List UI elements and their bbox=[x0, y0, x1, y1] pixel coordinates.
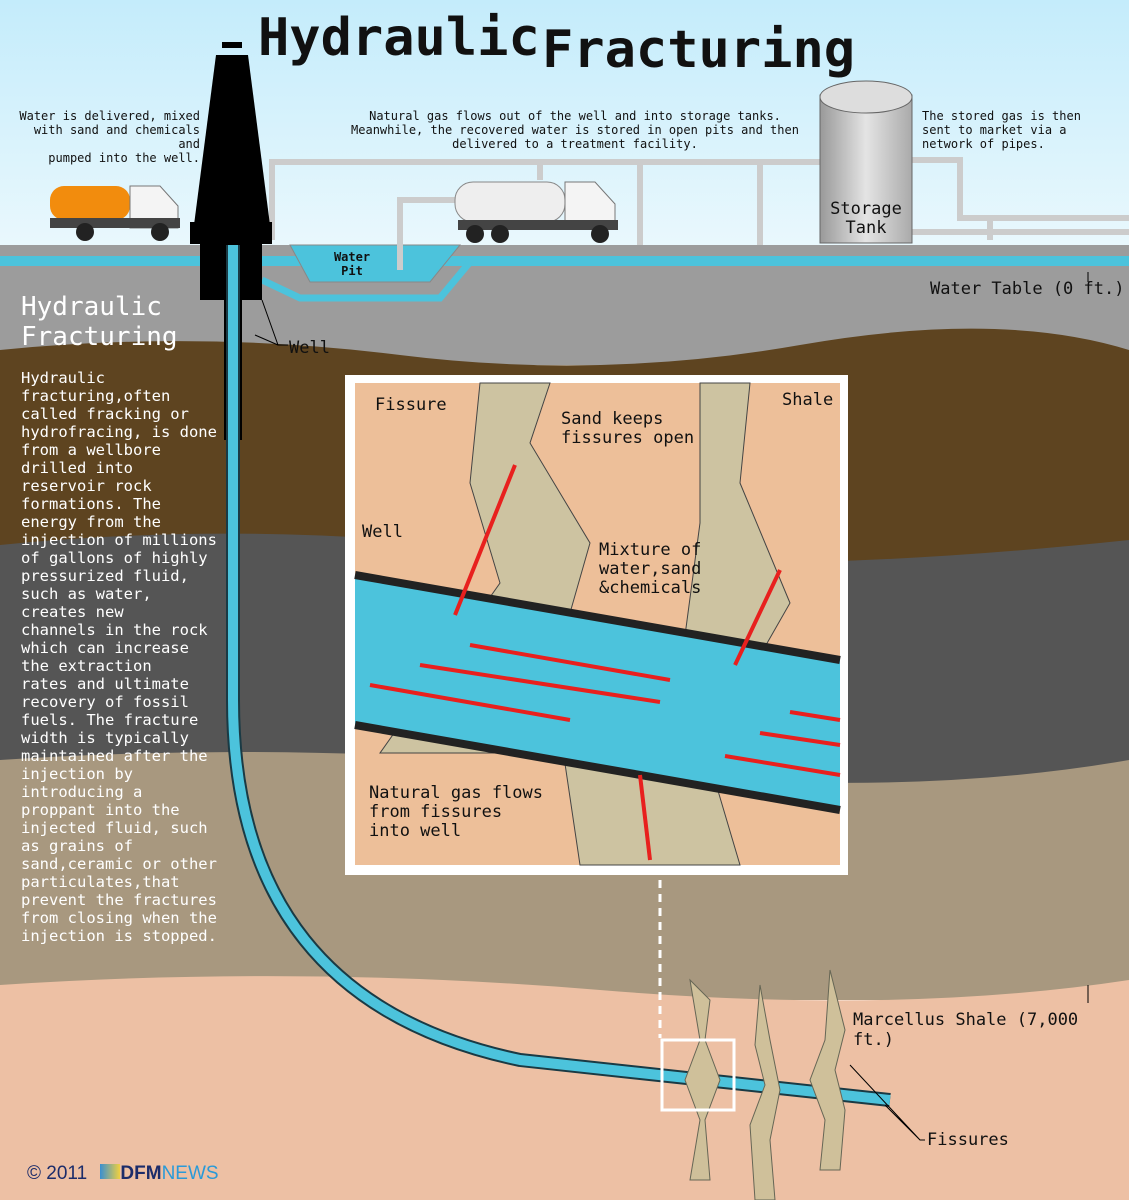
caption-water-delivery: Water is delivered, mixed with sand and … bbox=[19, 109, 200, 165]
footer: © 2011 DFMNEWS bbox=[27, 1163, 219, 1185]
zoom-box bbox=[660, 1038, 736, 1112]
tanker-truck bbox=[454, 181, 618, 243]
flow-arrows bbox=[369, 464, 841, 861]
storage-tank bbox=[819, 94, 913, 244]
caption-market: The stored gas is then sent to market vi… bbox=[922, 109, 1081, 151]
water-table-label: Water Table (0 ft.) bbox=[930, 279, 1125, 299]
marcellus-shale-layer bbox=[0, 976, 1129, 1200]
logo-news: NEWS bbox=[161, 1163, 219, 1184]
fissure-shapes bbox=[684, 969, 846, 1200]
inset-sand-label: Sand keeps fissures open bbox=[561, 409, 695, 448]
sidebar-body: Hydraulic fracturing,often called fracki… bbox=[21, 369, 217, 945]
title-part2: Fracturing bbox=[542, 20, 856, 80]
fissures-label: Fissures bbox=[927, 1130, 1009, 1150]
title-part1: Hydraulic bbox=[258, 8, 540, 68]
sidebar-heading: Hydraulic Fracturing bbox=[21, 292, 178, 352]
storage-tank-label: Storage Tank bbox=[830, 199, 902, 238]
marcellus-label: Marcellus Shale (7,000 ft.) bbox=[853, 1010, 1079, 1050]
caption-gas-flow: Natural gas flows out of the well and in… bbox=[351, 109, 799, 151]
inset-gas-flow-label: Natural gas flows from fissures into wel… bbox=[369, 783, 543, 841]
inset-well-label: Well bbox=[362, 522, 403, 542]
inset-fissure-2 bbox=[679, 382, 791, 674]
water-pit-label: Water Pit bbox=[333, 250, 371, 278]
inset-mixture-label: Mixture of water,sand &chemicals bbox=[599, 540, 702, 598]
well-label: Well bbox=[289, 338, 330, 358]
pipes bbox=[269, 157, 1129, 270]
water-table-line bbox=[0, 256, 1129, 266]
water-truck bbox=[50, 185, 180, 241]
inset-fissure-label: Fissure bbox=[375, 395, 447, 415]
copyright: © 2011 bbox=[27, 1163, 88, 1184]
logo-dfm: DFM bbox=[120, 1163, 162, 1184]
water-pit bbox=[289, 244, 462, 283]
dfm-logo-icon bbox=[100, 1164, 121, 1179]
inset-shale-label: Shale bbox=[782, 390, 834, 410]
